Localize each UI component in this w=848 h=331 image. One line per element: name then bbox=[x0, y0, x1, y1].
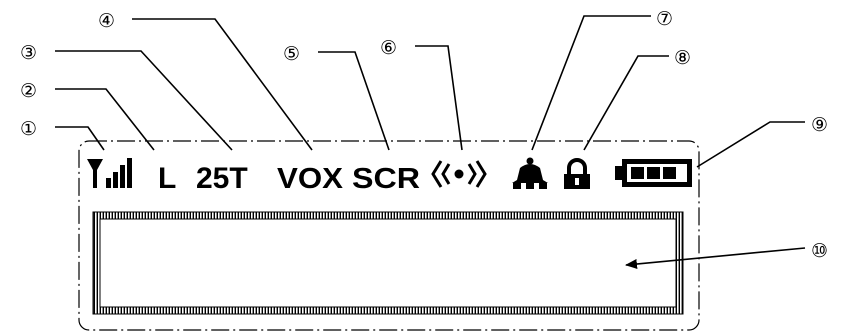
signal-bars-icon bbox=[87, 158, 132, 188]
dot-matrix-display bbox=[92, 211, 684, 315]
callout-10: ⑩ bbox=[811, 240, 828, 262]
callout-6: ⑥ bbox=[380, 37, 397, 59]
lcd-outline bbox=[78, 140, 700, 331]
callout-4: ④ bbox=[98, 10, 115, 32]
power-level-indicator: L bbox=[158, 162, 176, 195]
callout-2: ② bbox=[20, 80, 37, 102]
bell-icon bbox=[512, 157, 548, 189]
battery-icon bbox=[615, 159, 692, 187]
callout-5: ⑤ bbox=[283, 43, 300, 65]
callout-9: ⑨ bbox=[811, 114, 828, 136]
callout-3: ③ bbox=[20, 42, 37, 64]
channel-spacing-indicator: 25T bbox=[196, 162, 248, 195]
callout-1: ① bbox=[20, 118, 37, 140]
lock-icon bbox=[564, 158, 590, 189]
callout-8: ⑧ bbox=[674, 47, 691, 69]
callout-leaders bbox=[55, 15, 806, 269]
callout-7: ⑦ bbox=[656, 8, 673, 30]
monitor-icon bbox=[431, 160, 487, 188]
scrambler-indicator: SCR bbox=[352, 163, 420, 195]
vox-indicator: VOX bbox=[277, 163, 344, 195]
